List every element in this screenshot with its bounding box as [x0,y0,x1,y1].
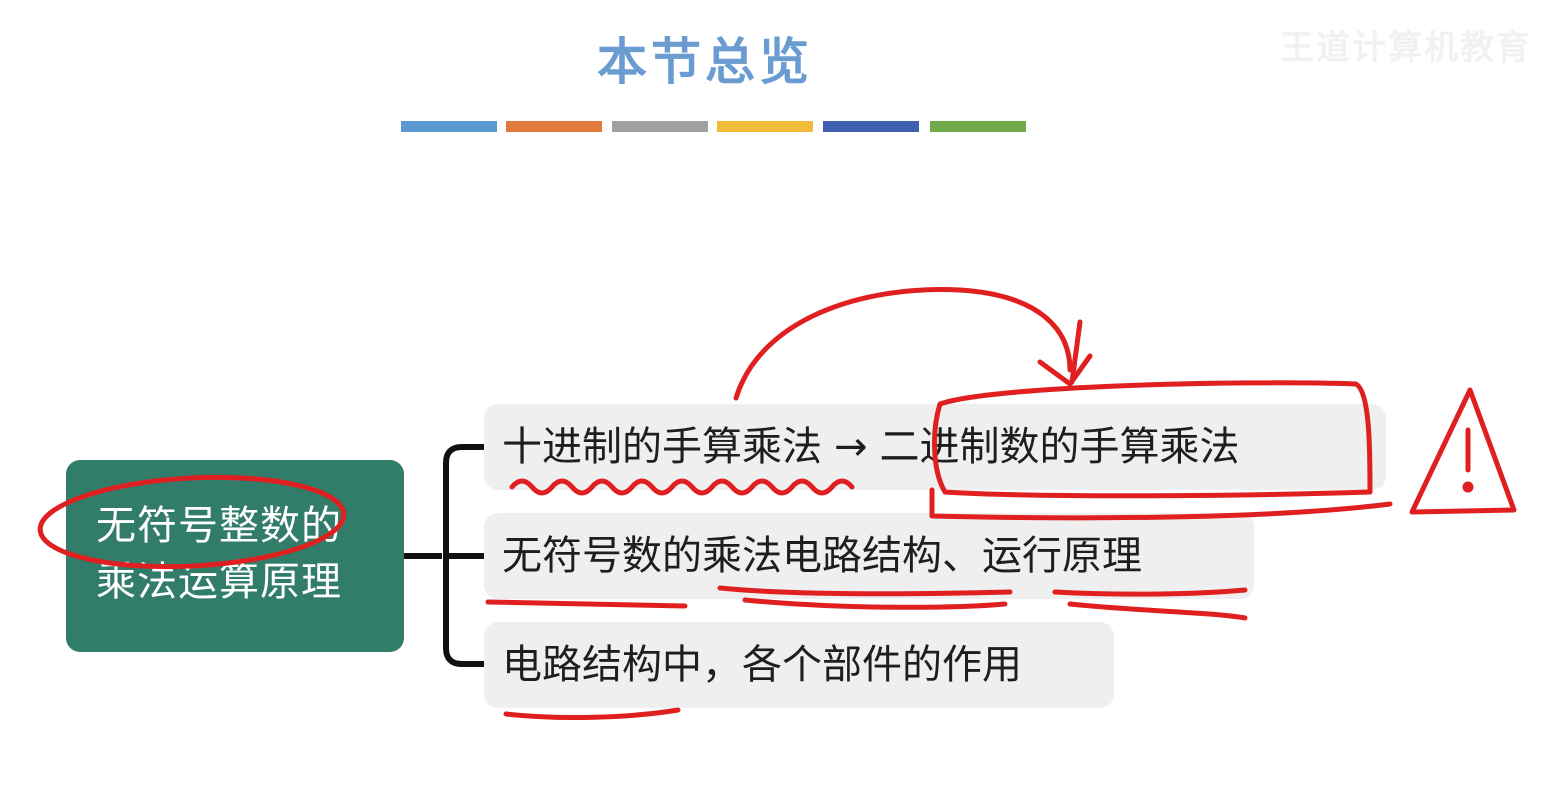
root-node: 无符号整数的 乘法运算原理 [66,460,404,652]
color-bar [506,121,602,132]
circle-around-unsigned-integer [37,474,347,570]
box-around-binary-multiplication [932,380,1373,499]
underline-unsigned-number [485,599,688,609]
color-bar [930,121,1026,132]
underline-circuit-structure-2 [742,597,1008,610]
warning-mark-dot [1462,481,1474,493]
connector-bracket [404,444,484,667]
branch-2-text: 无符号数的乘法电路结构、运行原理 [502,533,1142,579]
warning-triangle-icon [1409,387,1517,515]
underline-operation-principle-2 [1067,601,1248,621]
arrow-shaft [1069,319,1083,385]
underline-circuit-components [503,707,681,720]
branch-1-left: 十进制的手算乘法 [502,424,822,470]
watermark: 王道计算机教育 [1280,28,1532,68]
curved-arrow [733,287,1073,401]
underline-circuit-structure [717,585,1013,597]
underline-operation-principle [1052,587,1248,597]
branch-1-right: 二进制数的手算乘法 [879,424,1240,470]
arrow-right-icon: → [834,424,868,470]
branch-3-text: 电路结构中，各个部件的作用 [502,642,1022,688]
arrow-head [1037,353,1093,387]
wavy-underline-decimal [509,478,855,496]
color-bar [612,121,708,132]
box-lower-underline [929,487,1393,521]
color-bar [717,121,813,132]
color-bar [823,121,919,132]
branch-node-2: 无符号数的乘法电路结构、运行原理 [484,513,1254,599]
color-bar [401,121,497,132]
branch-node-3: 电路结构中，各个部件的作用 [484,622,1114,708]
root-node-line1: 无符号整数的 [96,503,342,549]
page-title: 本节总览 [597,33,813,91]
